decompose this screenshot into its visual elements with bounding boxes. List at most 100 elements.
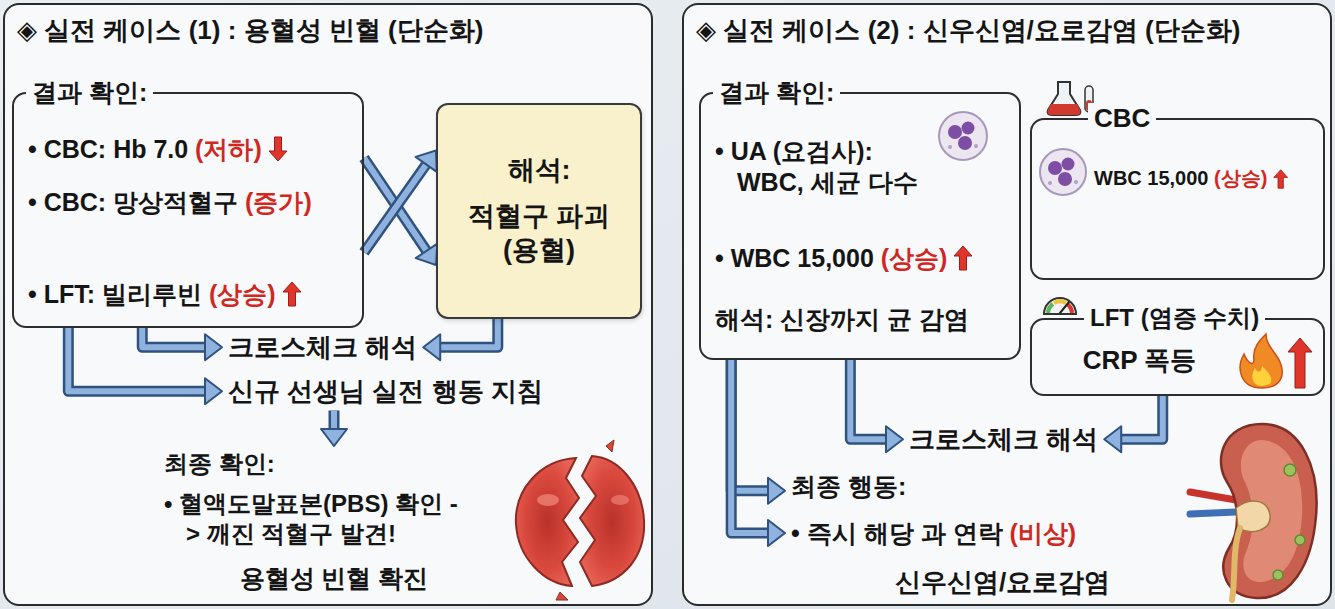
broken-red-cell (516, 440, 644, 600)
text-node: 최종 확인: • 혈액도말표본(PBS) 확인 -> 깨진 적혈구 발견! 용혈성 … (158, 446, 510, 597)
text-line: 용혈성 빈혈 확진 (164, 563, 504, 594)
box-heading: 결과 확인: (26, 77, 153, 107)
flow-arrow (364, 158, 437, 265)
arrow-head (416, 151, 437, 172)
node-text: ◈ 실전 케이스 (1) : 용혈성 빈혈 (단순화) (17, 15, 483, 45)
result-box: 결과 확인:• CBC: Hb 7.0 (저하)• CBC: 망상적혈구 (증가… (12, 92, 364, 328)
arrow-head (423, 334, 440, 360)
arrow-head (886, 426, 903, 452)
node-text: WBC 15,000 (상승) (1094, 167, 1267, 189)
box-heading: LFT (염증 수치) (1084, 303, 1265, 333)
arrow-outline (68, 328, 205, 392)
arrow-outline (329, 411, 340, 430)
interpretation-box: 해석: 적혈구 파괴 (용혈) (436, 103, 642, 319)
arrow-body (440, 319, 498, 347)
text-part: (비상) (1009, 519, 1076, 547)
arrow-body (731, 360, 768, 491)
node-text: 최종 행동: (791, 472, 906, 500)
text-node: 크로스체크 해석 (222, 328, 423, 367)
text-part: (상승) (881, 244, 948, 272)
arrow-head (768, 520, 785, 546)
text-line: 크로스체크 해석 (909, 423, 1098, 456)
text-part: • LFT: 빌리루빈 (28, 280, 209, 308)
text-line: 해석: 신장까지 균 감염 (715, 304, 1007, 335)
arrow-head (416, 244, 438, 265)
result-box: 결과 확인:• UA (요검사): WBC, 세균 다수• WBC 15,000… (699, 92, 1021, 360)
text-line: • UA (요검사): WBC, 세균 다수 (715, 136, 937, 199)
trend-arrow-shape (1274, 170, 1288, 188)
arrow-outline (142, 328, 205, 348)
text-line: 신규 선생님 실전 행동 지침 (228, 375, 543, 408)
kidney-illustration (1190, 424, 1317, 600)
node-text: • CBC: Hb 7.0 (저하) (28, 135, 262, 163)
text-line: 최종 행동: (791, 471, 1076, 502)
flow-arrow (142, 328, 222, 361)
flow-arrow (1104, 396, 1163, 452)
node-text: • UA (요검사): WBC, 세균 다수 (715, 137, 918, 196)
arrow-body (142, 328, 205, 348)
text-part: (증가) (245, 188, 312, 216)
node-text: 결과 확인: (719, 78, 834, 106)
node-text: 신규 선생님 실전 행동 지침 (228, 376, 543, 406)
text-node: 신규 선생님 실전 행동 지침 (222, 372, 549, 411)
text-line: 해석: (508, 154, 571, 188)
text-line: • CBC: Hb 7.0 (저하) (28, 134, 352, 165)
arrow-head (1104, 426, 1121, 452)
node-text: 해석: 신장까지 균 감염 (715, 305, 969, 333)
box-heading: 결과 확인: (713, 77, 840, 107)
text-line: ◈ 실전 케이스 (2) : 신우신염/요로감염 (단순화) (696, 14, 1318, 47)
text-line: ◈ 실전 케이스 (1) : 용혈성 빈혈 (단순화) (17, 14, 639, 47)
node-text: LFT (염증 수치) (1090, 304, 1259, 331)
arrow-outline (850, 360, 886, 439)
case-panel: ◈ 실전 케이스 (1) : 용혈성 빈혈 (단순화)결과 확인:• CBC: … (3, 3, 653, 606)
text-line: • CBC: 망상적혈구 (증가) (28, 187, 352, 218)
result-box: CBCWBC 15,000 (상승) (1030, 118, 1325, 280)
arrow-head (205, 378, 222, 404)
caption-label: 신우신염/요로감염 (895, 566, 1110, 599)
trend-arrow (282, 281, 302, 307)
node-text: CBC (1094, 103, 1150, 133)
text-line: CRP 폭등 (1042, 344, 1237, 377)
fire-icon (1240, 334, 1312, 388)
text-line: • WBC 15,000 (상승) (715, 243, 1007, 274)
text-node: 크로스체크 해석 (903, 420, 1104, 459)
node-text: 크로스체크 해석 (228, 332, 417, 362)
result-box: LFT (염증 수치)CRP 폭등 (1030, 318, 1325, 396)
node-text: ◈ 실전 케이스 (2) : 신우신염/요로감염 (단순화) (696, 15, 1240, 45)
node-text: 적혈구 파괴 (용혈) (468, 201, 611, 265)
arrow-body (364, 164, 426, 252)
node-text: 최종 확인: (164, 450, 275, 477)
panel-fill (3, 3, 653, 606)
white-cell-icon (1040, 149, 1086, 195)
text-line: • 혈액도말표본(PBS) 확인 -> 깨진 적혈구 발견! (164, 489, 466, 549)
text-line: • 즉시 해당 과 연락 (비상) (791, 518, 1076, 549)
gauge-icon (1044, 298, 1076, 314)
box-heading: CBC (1088, 103, 1156, 133)
text-part: • WBC 15,000 (715, 244, 881, 272)
flow-arrow (423, 319, 498, 360)
flow-arrow (850, 360, 903, 452)
text-part: • CBC: Hb 7.0 (28, 135, 195, 163)
node-text: 결과 확인: (32, 78, 147, 106)
text-line: • LFT: 빌리루빈 (상승) (28, 279, 352, 310)
flow-arrow (364, 151, 437, 253)
flow-arrow (731, 360, 785, 546)
arrow-body (68, 328, 205, 392)
arrow-head (321, 429, 347, 446)
flask-icon (1048, 82, 1094, 115)
arrow-body (731, 360, 768, 533)
node-text: CRP 폭등 (1083, 345, 1197, 375)
text-part: WBC 15,000 (1094, 167, 1214, 189)
node-text: 해석: (508, 155, 571, 185)
arrow-body (850, 360, 886, 439)
case-panel: ◈ 실전 케이스 (2) : 신우신염/요로감염 (단순화) 결과 확인: • UA… (682, 3, 1332, 606)
node-text: • WBC 15,000 (상승) (715, 244, 947, 272)
white-cell-icon (939, 112, 987, 160)
node-text: 용혈성 빈혈 확진 (240, 564, 429, 592)
arrow-outline (731, 360, 768, 491)
trend-arrow-shape (954, 246, 972, 270)
arrow-outline (364, 164, 426, 252)
